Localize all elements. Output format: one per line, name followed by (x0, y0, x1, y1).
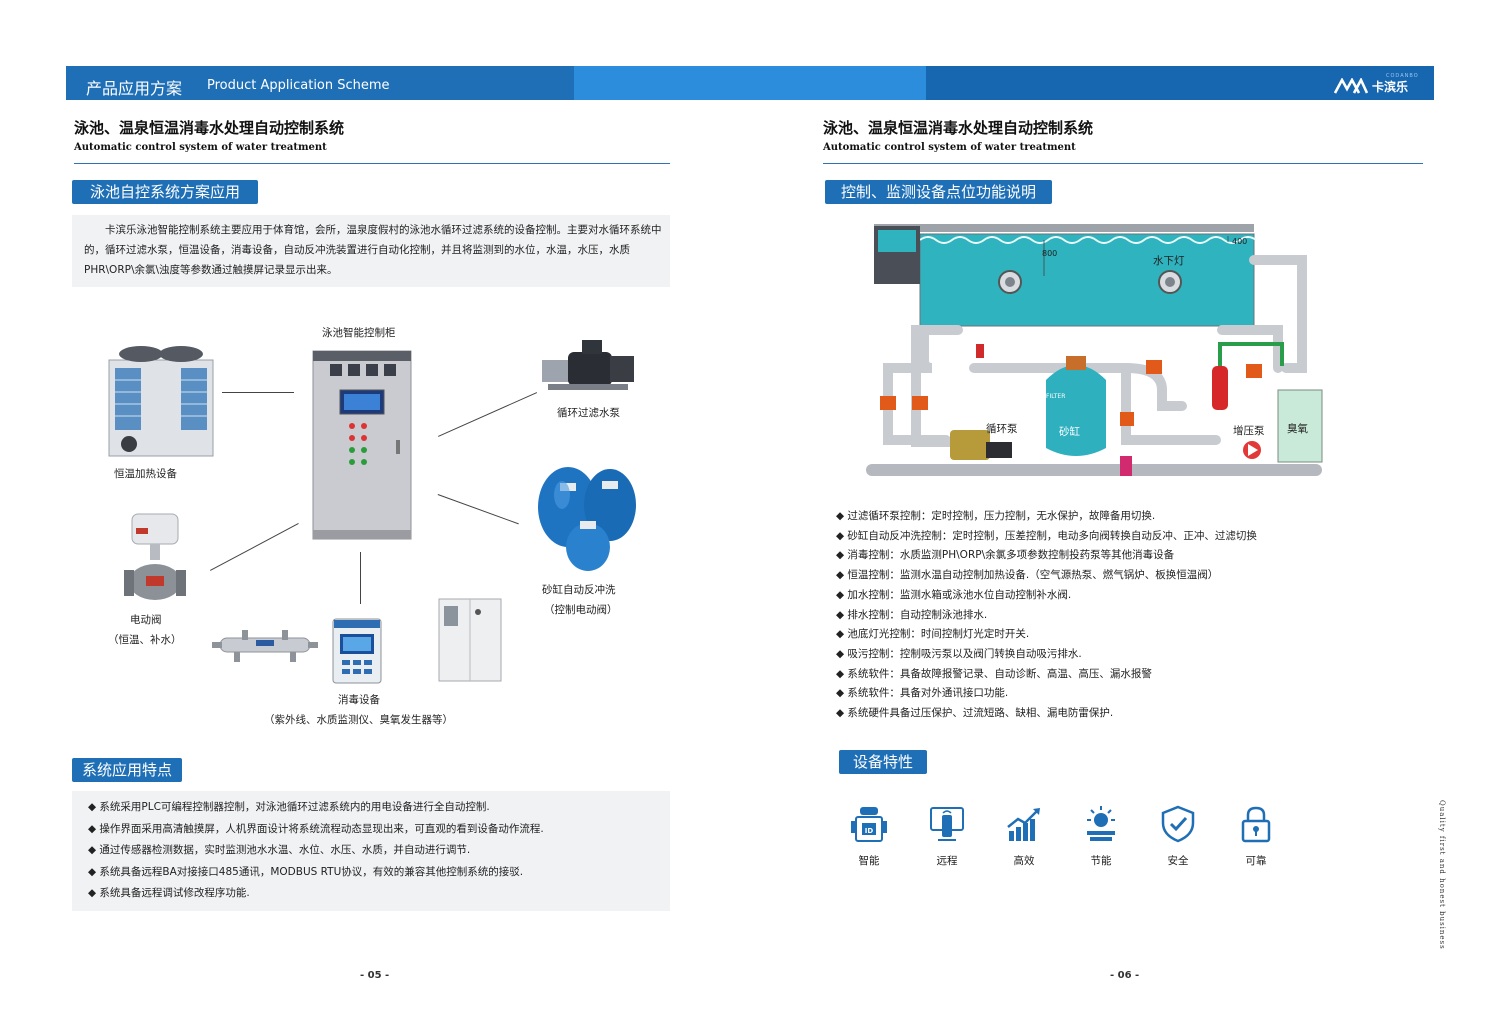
left-page-subtitle: Automatic control system of water treatm… (74, 142, 327, 153)
svg-text:ID: ID (865, 827, 874, 835)
uv-sterilizer-image (212, 630, 318, 662)
brand-logo: 卡滨乐 (1334, 74, 1408, 98)
vertical-slogan: Quality first and honest business (1438, 800, 1446, 950)
feature-label: 智能 (858, 855, 880, 867)
label-disinfection: 消毒设备 (338, 694, 380, 706)
remote-monitor-icon (930, 807, 964, 841)
label-sand-filter: 砂缸自动反冲洗 (542, 584, 616, 596)
sun-energy-icon (1087, 806, 1115, 841)
left-features-box (72, 791, 670, 911)
label-sand-filter-note: （控制电动阀） (544, 604, 618, 616)
label-electric-valve: 电动阀 (130, 614, 162, 626)
control-point-item: ◆ 系统硬件具备过压保护、过流短路、缺相、漏电防雷保护. (836, 707, 1114, 720)
control-point-item: ◆ 系统软件：具备故障报警记录、自动诊断、高温、高压、漏水报警 (836, 667, 1152, 680)
feature-item: ◆ 系统采用PLC可编程控制器控制，对泳池循环过滤系统内的用电设备进行全自动控制… (88, 801, 490, 813)
pool-system-diagram: FILTER 800 400 (866, 224, 1323, 476)
feature-label: 高效 (1013, 855, 1035, 867)
connector-pump (438, 392, 538, 437)
header-subtitle: Product Application Scheme (207, 78, 390, 93)
control-point-item: ◆ 消毒控制：水质监测PH\ORP\余氯多项参数控制投药泵等其他消毒设备 (836, 549, 1175, 562)
right-title-rule (823, 163, 1423, 164)
sand-filter-image (538, 467, 636, 571)
feature-reliable: 可靠 (1226, 805, 1286, 868)
diagram-dim-400: 400 (1232, 237, 1247, 246)
control-cabinet-image (312, 350, 412, 540)
diagram-label-circulation-pump: 循环泵 (986, 423, 1018, 435)
control-point-item: ◆ 加水控制：监测水箱或泳池水位自动控制补水阀. (836, 588, 1072, 601)
left-features-list: ◆ 系统采用PLC可编程控制器控制，对泳池循环过滤系统内的用电设备进行全自动控制… (88, 797, 544, 905)
label-disinfection-note: （紫外线、水质监测仪、臭氧发生器等） (264, 714, 453, 726)
shield-check-icon (1161, 805, 1195, 843)
connector-sand (437, 494, 519, 525)
left-section-chip-solution: 泳池自控系统方案应用 (72, 180, 259, 204)
left-intro-box (72, 215, 670, 287)
feature-smart: ID 智能 (839, 805, 899, 868)
right-section-chip-points: 控制、监测设备点位功能说明 (825, 180, 1053, 204)
control-point-item: ◆ 池底灯光控制：时间控制灯光定时开关. (836, 628, 1030, 641)
circulation-pump-image (542, 340, 634, 390)
label-circulation-pump: 循环过滤水泵 (557, 407, 620, 419)
control-point-item: ◆ 砂缸自动反冲洗控制：定时控制，压差控制，电动多向阀转换自动反冲、正冲、过滤切… (836, 529, 1257, 542)
left-intro-text: 卡滨乐泳池智能控制系统主要应用于体育馆，会所，温泉度假村的泳池水循环过滤系统的设… (84, 224, 662, 276)
heater-unit-image (108, 346, 214, 457)
control-point-item: ◆ 恒温控制：监测水温自动控制加热设备.（空气源热泵、燃气锅炉、板换恒温阀） (836, 569, 1219, 582)
label-electric-valve-note: （恒温、补水） (108, 634, 182, 646)
feature-energy-saving: 节能 (1071, 805, 1131, 868)
feature-label: 节能 (1090, 855, 1112, 867)
feature-label: 远程 (936, 855, 958, 867)
growth-chart-icon (1007, 808, 1040, 841)
right-page-title: 泳池、温泉恒温消毒水处理自动控制系统 (823, 119, 1094, 137)
header-band-middle (574, 66, 926, 100)
left-page-number: - 05 - (360, 970, 390, 981)
label-control-cabinet: 泳池智能控制柜 (322, 327, 396, 339)
logo-small-text: CODANBO (1386, 73, 1419, 79)
label-heater: 恒温加热设备 (114, 468, 177, 480)
connector-valve (210, 523, 299, 571)
left-page-title: 泳池、温泉恒温消毒水处理自动控制系统 (74, 119, 345, 137)
logo-mark-icon (1334, 78, 1368, 94)
feature-item: ◆ 操作界面采用高清触摸屏，人机界面设计将系统流程动态显现出来，可直观的看到设备… (88, 822, 544, 835)
connector-heater (222, 392, 294, 393)
control-point-item: ◆ 系统软件：具备对外通讯接口功能. (836, 687, 1009, 700)
diagram-label-booster-pump: 增压泵 (1233, 425, 1265, 437)
diagram-label-underwater-light: 水下灯 (1153, 255, 1185, 267)
feature-remote: 远程 (917, 805, 977, 868)
feature-label: 可靠 (1245, 855, 1267, 867)
diagram-label-sand-filter: 砂缸 (1059, 426, 1080, 438)
feature-item: ◆ 系统具备远程调试修改程序功能. (88, 887, 250, 899)
feature-efficient: 高效 (994, 805, 1054, 868)
connector-disinfection (360, 552, 361, 604)
ozone-generator-image (438, 598, 502, 682)
header-band-left (66, 66, 574, 100)
lock-icon (1241, 806, 1271, 843)
feature-item: ◆ 系统具备远程BA对接接口485通讯，MODBUS RTU协议，有效的兼容其他… (88, 865, 524, 878)
control-point-item: ◆ 过滤循环泵控制：定时控制，压力控制，无水保护，故障备用切换. (836, 510, 1156, 522)
header-title: 产品应用方案 (86, 79, 183, 98)
right-section-chip-equipment: 设备特性 (839, 750, 928, 774)
right-page-number: - 06 - (1110, 970, 1140, 981)
water-quality-monitor-image (332, 618, 382, 684)
control-point-item: ◆ 吸污控制：控制吸污泵以及阀门转换自动吸污排水. (836, 647, 1082, 660)
feature-item: ◆ 通过传感器检测数据，实时监测池水水温、水位、水压、水质，并自动进行调节. (88, 844, 471, 856)
feature-safety: 安全 (1148, 805, 1208, 868)
feature-label: 安全 (1167, 855, 1189, 867)
electric-valve-image (124, 513, 186, 600)
diagram-label-ozone: 臭氧 (1287, 423, 1308, 435)
logo-text: 卡滨乐 (1372, 79, 1409, 94)
left-section-chip-features: 系统应用特点 (72, 758, 183, 782)
robot-id-icon: ID (851, 807, 887, 842)
control-point-item: ◆ 排水控制：自动控制泳池排水. (836, 608, 988, 621)
left-title-rule (74, 163, 670, 164)
diagram-filter-text: FILTER (1046, 393, 1065, 400)
right-page-subtitle: Automatic control system of water treatm… (823, 142, 1076, 153)
diagram-dim-800: 800 (1042, 249, 1057, 258)
control-points-list: ◆ 过滤循环泵控制：定时控制，压力控制，无水保护，故障备用切换. ◆ 砂缸自动反… (836, 507, 1257, 724)
